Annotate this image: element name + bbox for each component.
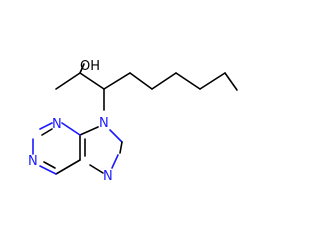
bond-c4-c5 xyxy=(129,72,153,90)
nitrogen-n7-label: N xyxy=(103,169,113,184)
bond-c5-c6 xyxy=(151,72,177,90)
bond-c2-n3-inner xyxy=(41,128,53,136)
structure-canvas: OH N N N N xyxy=(28,59,238,184)
bond-c2-n3 xyxy=(39,122,53,130)
bond-c4-n9 xyxy=(79,126,99,136)
purine-ring-bonds xyxy=(32,122,123,175)
bond-c8-n7 xyxy=(111,154,119,169)
bond-c6-c7 xyxy=(175,72,201,90)
bond-c6-n1 xyxy=(39,165,57,175)
side-chain-bonds xyxy=(55,63,238,111)
bond-c8-c9 xyxy=(224,72,238,91)
molecule-structure: OH N N N N xyxy=(28,59,238,184)
bond-c7-c8 xyxy=(199,72,226,90)
bond-n9-c8-dark xyxy=(119,141,123,154)
nitrogen-n9-label: N xyxy=(99,116,109,131)
bond-c5-c6 xyxy=(55,159,81,175)
bond-ch3-c2 xyxy=(55,72,81,90)
bond-c6-n1-inner xyxy=(43,161,56,169)
bond-c2-oh xyxy=(79,63,85,74)
bond-n9-c8 xyxy=(109,129,123,143)
hydroxyl-label: OH xyxy=(80,59,100,74)
bond-n7-c5 xyxy=(89,164,104,174)
bond-c3-c4 xyxy=(103,72,131,90)
bond-c2-c3 xyxy=(79,72,105,90)
nitrogen-n1-label: N xyxy=(28,154,38,169)
bond-n3-c4 xyxy=(61,122,81,136)
nitrogen-n3-label: N xyxy=(52,117,62,132)
